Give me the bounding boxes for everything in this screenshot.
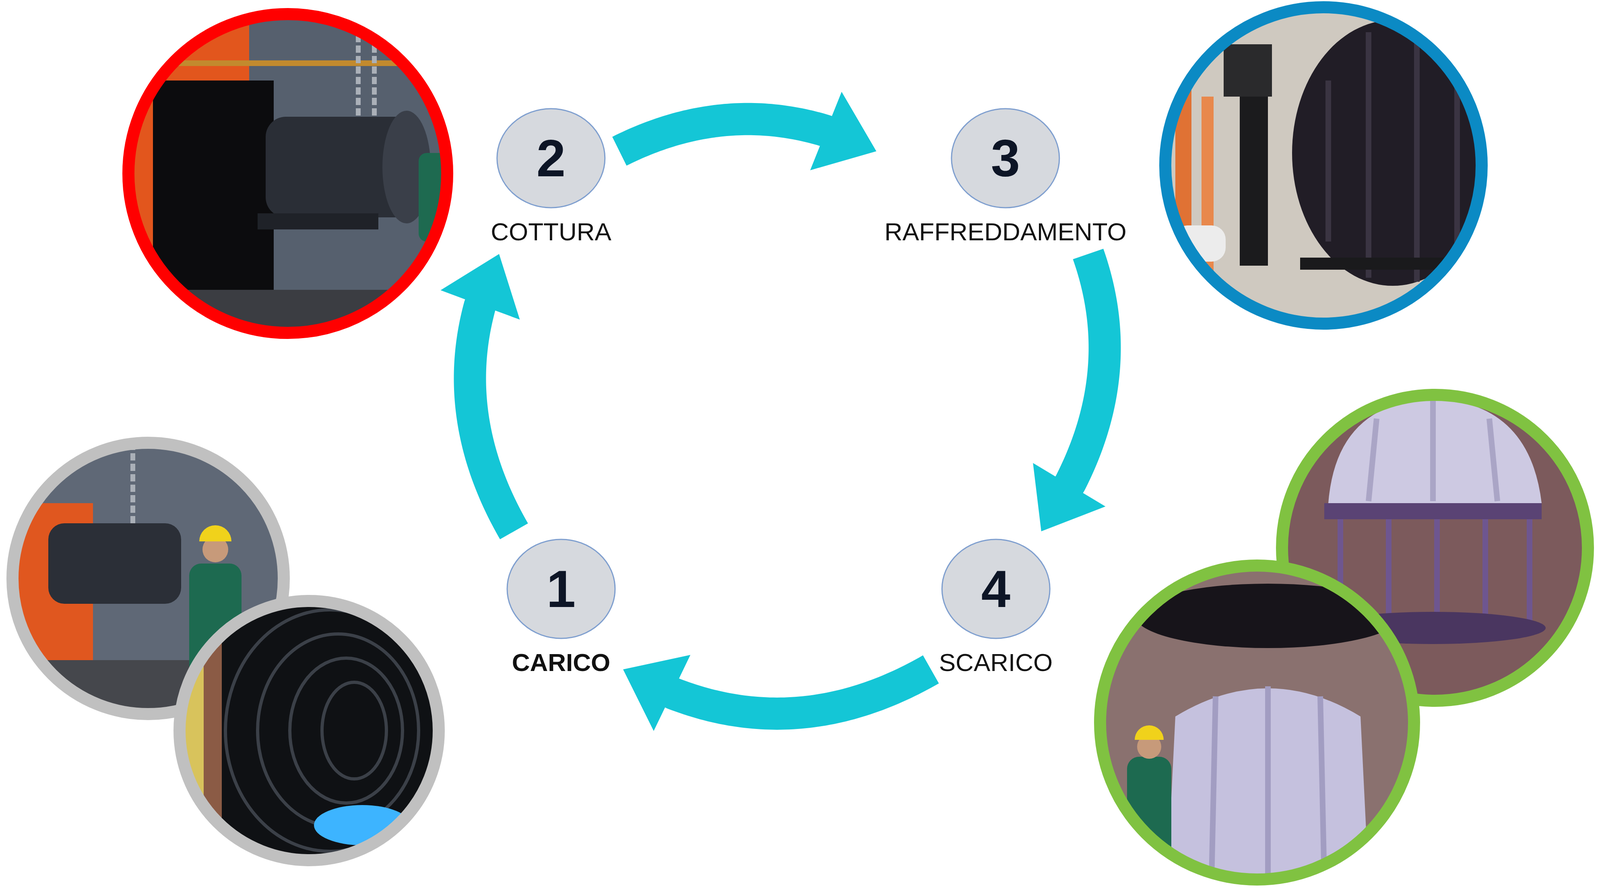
tank-rib: [1211, 696, 1216, 880]
tank-rib: [1325, 80, 1332, 242]
unloading-photo: [1100, 565, 1415, 880]
photo-ring: [179, 600, 439, 861]
helmet: [199, 525, 232, 542]
frame-bar: [1482, 519, 1489, 628]
flow-arrow: [1032, 248, 1121, 532]
cooling-photo: [1165, 7, 1494, 324]
helmet: [1134, 725, 1164, 740]
photo-ring: [1100, 565, 1415, 880]
interior-rib: [322, 682, 387, 779]
interior-rib: [289, 658, 403, 804]
frame-bar: [1385, 519, 1392, 628]
tank-frame: [1300, 257, 1454, 270]
photo-ring: [128, 14, 448, 333]
oven-opening: [152, 80, 274, 306]
process-step: 4SCARICO: [931, 531, 1061, 685]
tank-rib: [1365, 32, 1372, 278]
mould-interior-photo: [179, 600, 439, 861]
tank-rib: [1368, 418, 1377, 502]
frame-bar: [1434, 519, 1440, 628]
chain: [130, 442, 136, 524]
mould: [48, 523, 182, 604]
step-label: CARICO: [507, 648, 616, 677]
process-step: 2COTTURA: [482, 100, 620, 254]
flow-arrow: [623, 654, 940, 731]
step-number: 1: [507, 539, 616, 639]
frame-bar: [1526, 519, 1533, 628]
machine-head: [1223, 44, 1272, 97]
photo-ring: [1165, 7, 1482, 324]
process-step: 1CARICO: [499, 531, 624, 685]
step-number: 2: [490, 108, 612, 208]
oven-photo: [128, 14, 451, 335]
interior-rib: [257, 633, 419, 828]
process-step: 3RAFFREDDAMENTO: [876, 100, 1135, 254]
step-label: COTTURA: [490, 217, 612, 246]
tank-rib: [1265, 686, 1271, 880]
step-number: 4: [939, 539, 1053, 639]
tank-rib: [1320, 696, 1325, 880]
step-label: RAFFREDDAMENTO: [884, 217, 1127, 246]
mould-frame: [257, 213, 379, 230]
photo-background: [128, 14, 448, 333]
tank-rib: [1489, 418, 1498, 502]
photo-background: [179, 600, 439, 861]
tank-rib: [1414, 28, 1420, 282]
step-circle-outline: [507, 539, 616, 639]
chain: [371, 14, 377, 121]
step-number: 3: [884, 108, 1127, 208]
tank-rib: [1430, 400, 1436, 502]
photo-background: [1100, 565, 1415, 880]
flow-arrow: [440, 253, 529, 540]
step-label: SCARICO: [939, 648, 1053, 677]
flow-arrow: [612, 91, 877, 171]
mould-frame: [1324, 503, 1542, 520]
